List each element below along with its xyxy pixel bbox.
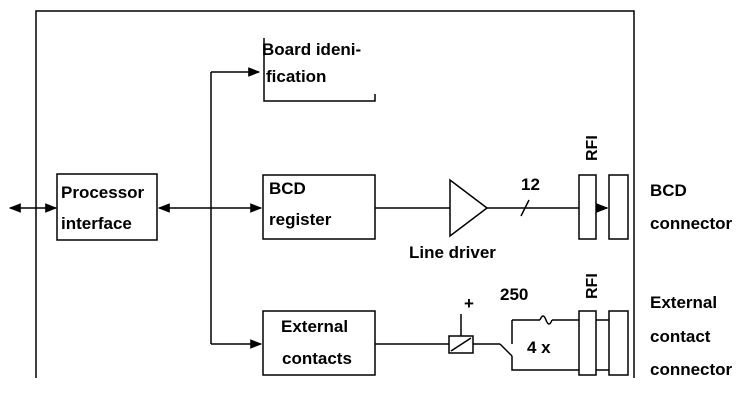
- external-connector-label-3: connector: [650, 360, 733, 379]
- line-driver-triangle: [449, 178, 489, 238]
- bus-width-slash: [520, 199, 530, 217]
- external-contacts-label-1: External: [281, 317, 348, 336]
- processor-interface-label-1: Processor: [61, 183, 145, 202]
- board-identification-block: Board ideni- fication: [262, 38, 376, 102]
- rfi-label-top: RFI: [584, 135, 601, 161]
- contact-loop-bottom: [511, 356, 610, 371]
- contact-count-label: 4 x: [527, 338, 551, 357]
- bcd-register-label-1: BCD: [269, 179, 306, 198]
- bcd-connector-shape: [608, 174, 629, 240]
- board-outline: [35, 10, 635, 378]
- external-connector-shape: [608, 310, 629, 376]
- processor-interface-block: Processor interface: [56, 173, 158, 241]
- rfi-filter-external: [578, 310, 597, 376]
- relay-contact-switch: [499, 343, 513, 357]
- board-identification-label-1: Board ideni-: [262, 40, 361, 59]
- bcd-register-label-2: register: [269, 210, 332, 229]
- relay-plus-label: +: [464, 294, 474, 313]
- external-connector-label-1: External: [650, 293, 717, 312]
- bcd-register-block: BCD register: [262, 174, 376, 240]
- external-contacts-label-2: contacts: [282, 349, 352, 368]
- board-identification-label-2: fication: [266, 67, 326, 86]
- external-connector-label-2: contact: [650, 327, 711, 346]
- bus-width-label: 12: [521, 175, 540, 194]
- external-contacts-block: External contacts: [262, 310, 376, 376]
- bcd-connector-label-2: connector: [650, 214, 733, 233]
- rfi-label-bottom: RFI: [584, 273, 601, 299]
- relay-coil-slash: [450, 337, 472, 352]
- processor-interface-label-2: interface: [61, 214, 132, 233]
- rfi-filter-bcd: [578, 174, 597, 240]
- line-driver-label: Line driver: [409, 243, 496, 262]
- resistor-value-label: 250: [500, 285, 528, 304]
- bcd-connector-label-1: BCD: [650, 181, 687, 200]
- fuse-symbol: [539, 315, 553, 325]
